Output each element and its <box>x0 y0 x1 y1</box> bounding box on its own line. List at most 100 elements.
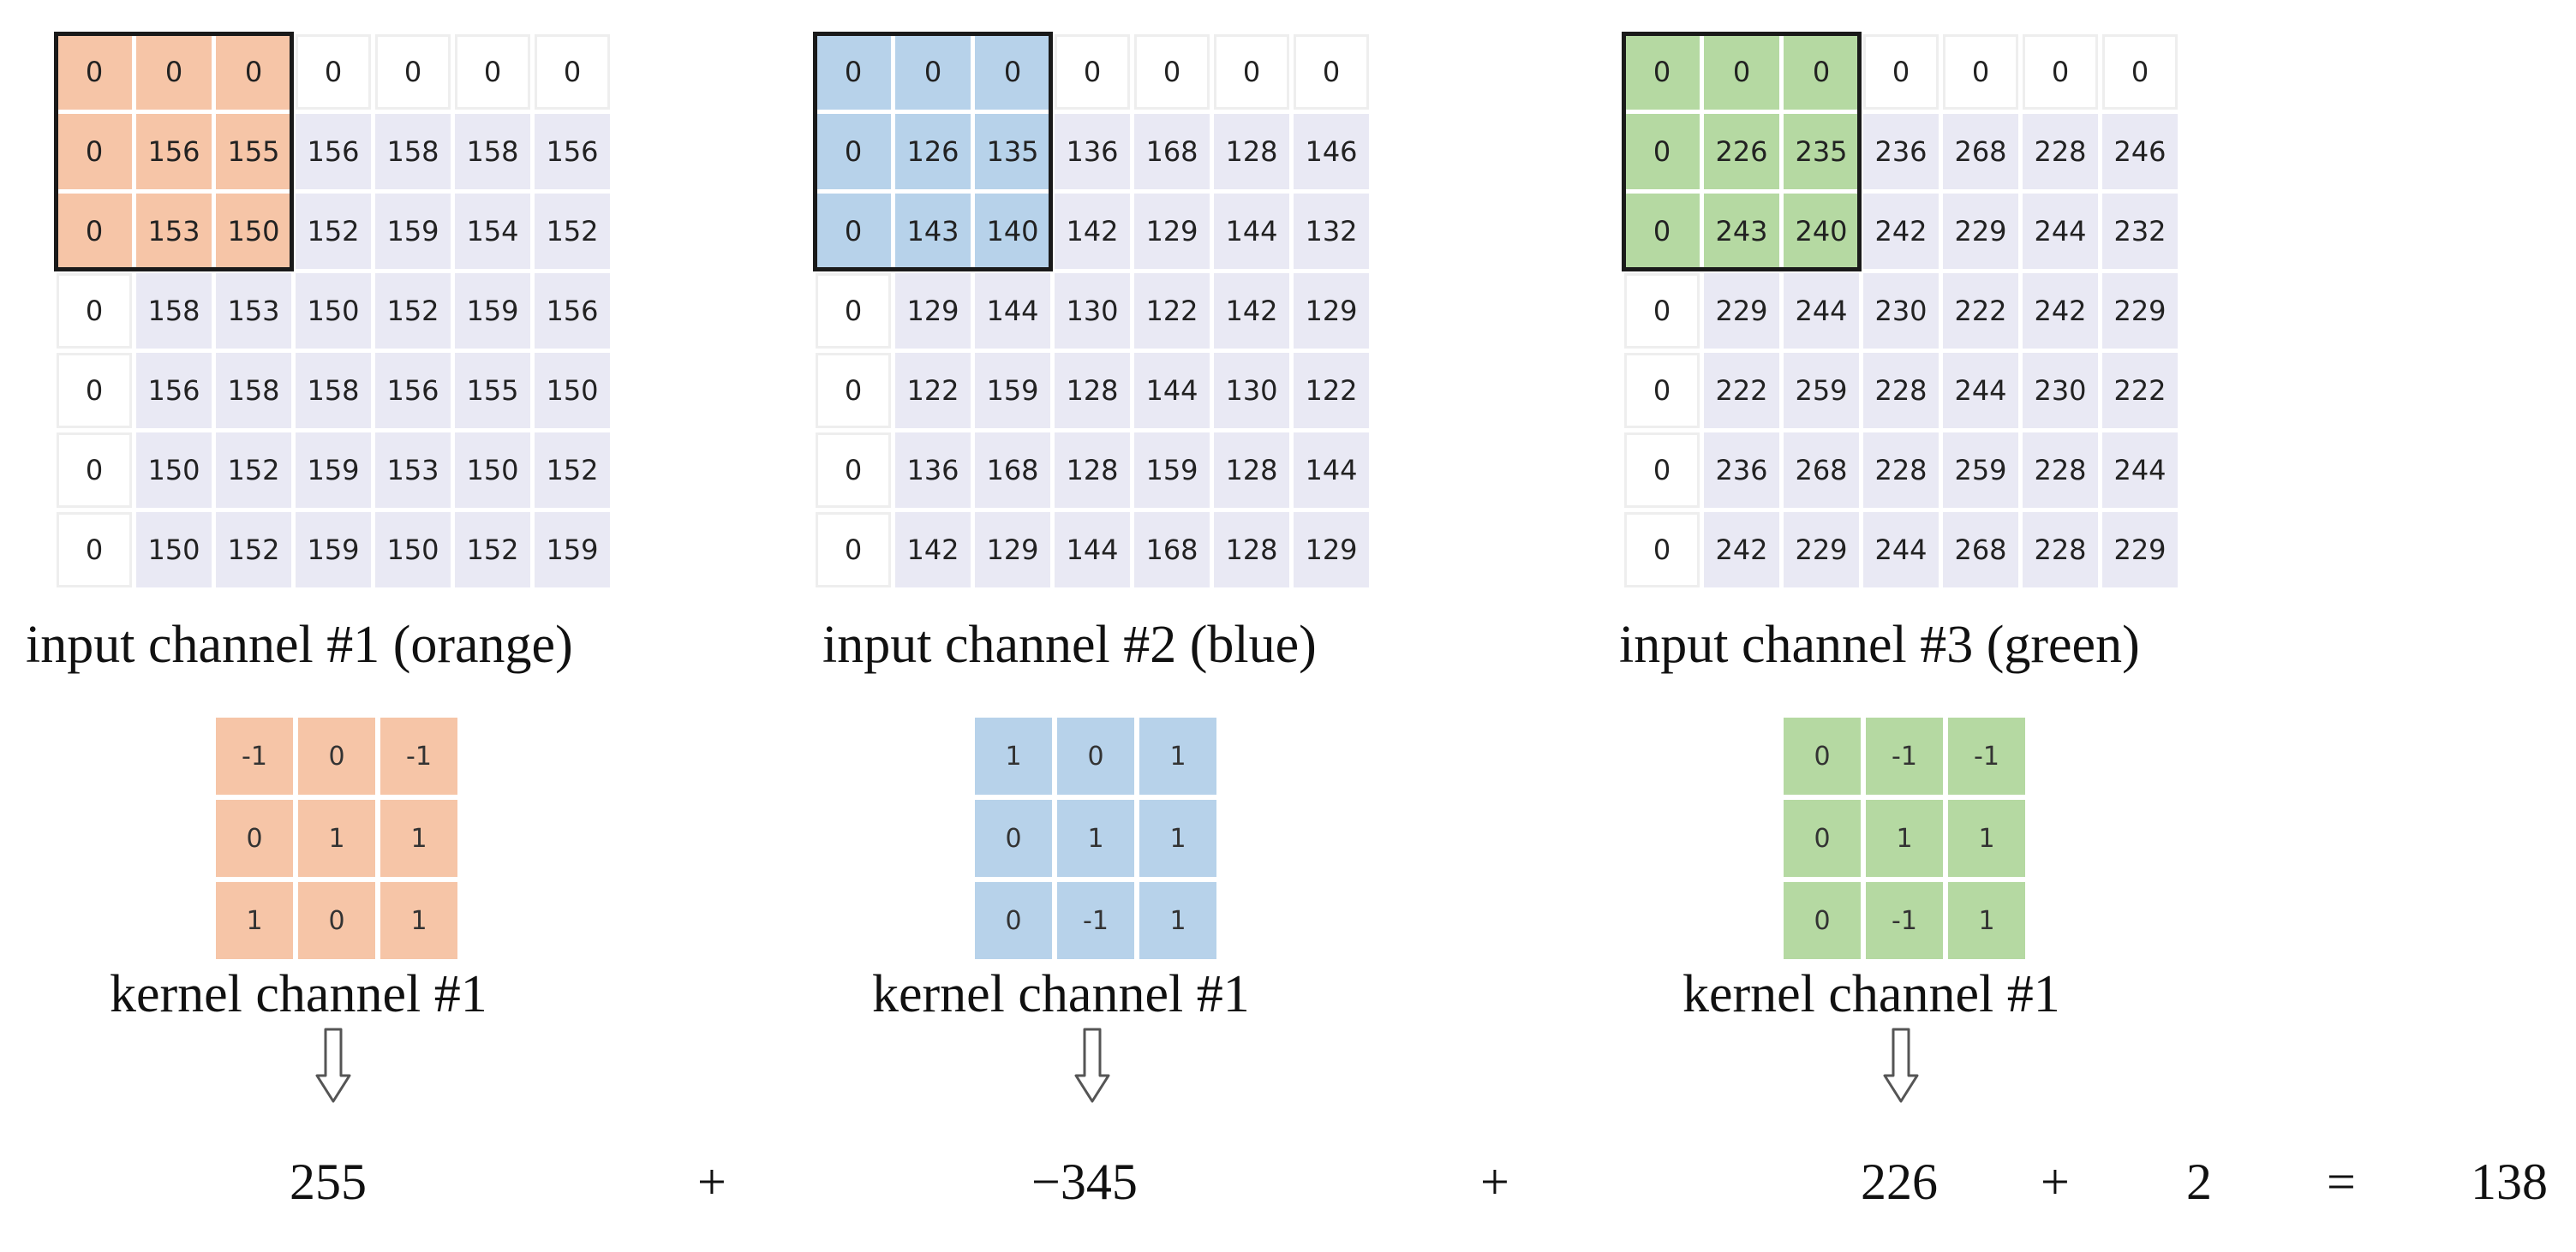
grid-cell: 0 <box>2102 34 2178 110</box>
grid-cell: 153 <box>136 194 212 269</box>
grid-cell: 144 <box>975 273 1050 349</box>
grid-cell: 244 <box>2023 194 2098 269</box>
grid-cell: 0 <box>816 432 891 508</box>
grid-cell: 159 <box>535 512 610 587</box>
grid-cell: 132 <box>1294 194 1369 269</box>
grid-cell: 222 <box>2102 353 2178 428</box>
grid-cell: 222 <box>1943 273 2018 349</box>
grid-cell: 0 <box>1134 34 1210 110</box>
grid-cell: 152 <box>455 512 530 587</box>
grid-cell: 142 <box>1214 273 1289 349</box>
grid-cell: 0 <box>57 512 132 587</box>
grid-cell: 152 <box>375 273 451 349</box>
grid-cell: 129 <box>1134 194 1210 269</box>
equation-plus-1: + <box>697 1154 726 1210</box>
kernel-cell: 0 <box>975 882 1052 959</box>
grid-cell: 129 <box>975 512 1050 587</box>
kernel-cell: 1 <box>380 800 457 877</box>
grid-cell: 0 <box>296 34 371 110</box>
kernel-cell: 0 <box>216 800 293 877</box>
grid-cell: 0 <box>1624 512 1700 587</box>
kernel-caption-2: kernel channel #1 <box>872 965 1250 1023</box>
grid-cell: 0 <box>216 34 291 110</box>
grid-cell: 144 <box>1134 353 1210 428</box>
grid-cell: 168 <box>975 432 1050 508</box>
kernel-cell: -1 <box>1948 718 2025 795</box>
grid-cell: 232 <box>2102 194 2178 269</box>
down-arrow-icon <box>1074 1028 1110 1103</box>
grid-cell: 159 <box>975 353 1050 428</box>
grid-cell: 158 <box>216 353 291 428</box>
grid-cell: 146 <box>1294 114 1369 189</box>
kernel-cell: 0 <box>1784 718 1861 795</box>
grid-cell: 155 <box>455 353 530 428</box>
down-arrow-icon <box>1883 1028 1919 1103</box>
grid-cell: 153 <box>216 273 291 349</box>
grid-cell: 0 <box>1624 194 1700 269</box>
grid-cell: 268 <box>1943 114 2018 189</box>
grid-cell: 228 <box>1863 353 1939 428</box>
grid-cell: 228 <box>2023 114 2098 189</box>
grid-cell: 0 <box>816 194 891 269</box>
grid-cell: 152 <box>216 432 291 508</box>
receptive-field-highlight <box>1622 32 1862 271</box>
grid-cell: 259 <box>1943 432 2018 508</box>
kernel-cell: 0 <box>298 882 375 959</box>
kernel-cell: -1 <box>380 718 457 795</box>
grid-cell: 235 <box>1784 114 1859 189</box>
grid-cell: 158 <box>136 273 212 349</box>
equation-bias: 2 <box>2186 1154 2212 1210</box>
grid-cell: 222 <box>1704 353 1779 428</box>
grid-cell: 229 <box>2102 512 2178 587</box>
kernel-cell: -1 <box>1057 882 1134 959</box>
grid-cell: 240 <box>1784 194 1859 269</box>
equation-equals: = <box>2327 1154 2356 1210</box>
grid-cell: 130 <box>1055 273 1130 349</box>
grid-cell: 168 <box>1134 512 1210 587</box>
grid-cell: 0 <box>57 194 132 269</box>
grid-cell: 0 <box>895 34 971 110</box>
grid-cell: 0 <box>1624 34 1700 110</box>
kernel-cell: 1 <box>298 800 375 877</box>
grid-cell: 144 <box>1214 194 1289 269</box>
grid-cell: 0 <box>57 34 132 110</box>
grid-cell: 150 <box>455 432 530 508</box>
grid-cell: 156 <box>296 114 371 189</box>
grid-cell: 150 <box>136 432 212 508</box>
equation-plus-2: + <box>1480 1154 1509 1210</box>
grid-cell: 244 <box>1943 353 2018 428</box>
kernel-cell: 1 <box>1057 800 1134 877</box>
grid-cell: 155 <box>216 114 291 189</box>
kernel-cell: 1 <box>1139 718 1216 795</box>
grid-cell: 150 <box>216 194 291 269</box>
grid-cell: 242 <box>1863 194 1939 269</box>
grid-cell: 159 <box>296 512 371 587</box>
receptive-field-highlight <box>54 32 294 271</box>
kernel-caption-1: kernel channel #1 <box>110 965 487 1023</box>
receptive-field-highlight <box>813 32 1053 271</box>
grid-cell: 130 <box>1214 353 1289 428</box>
grid-cell: 243 <box>1704 194 1779 269</box>
grid-cell: 0 <box>1214 34 1289 110</box>
grid-cell: 0 <box>57 114 132 189</box>
kernel-caption-3: kernel channel #1 <box>1682 965 2060 1023</box>
grid-cell: 230 <box>2023 353 2098 428</box>
equation-result: 138 <box>2471 1154 2548 1210</box>
grid-cell: 229 <box>1943 194 2018 269</box>
grid-cell: 159 <box>296 432 371 508</box>
grid-cell: 0 <box>1624 273 1700 349</box>
grid-cell: 0 <box>57 273 132 349</box>
equation-term-3: 226 <box>1861 1154 1938 1210</box>
kernel-cell: 0 <box>1784 882 1861 959</box>
grid-cell: 128 <box>1214 432 1289 508</box>
grid-cell: 150 <box>296 273 371 349</box>
grid-cell: 0 <box>1704 34 1779 110</box>
grid-cell: 0 <box>2023 34 2098 110</box>
kernel-cell: -1 <box>1866 718 1943 795</box>
kernel-cell: 1 <box>1139 882 1216 959</box>
